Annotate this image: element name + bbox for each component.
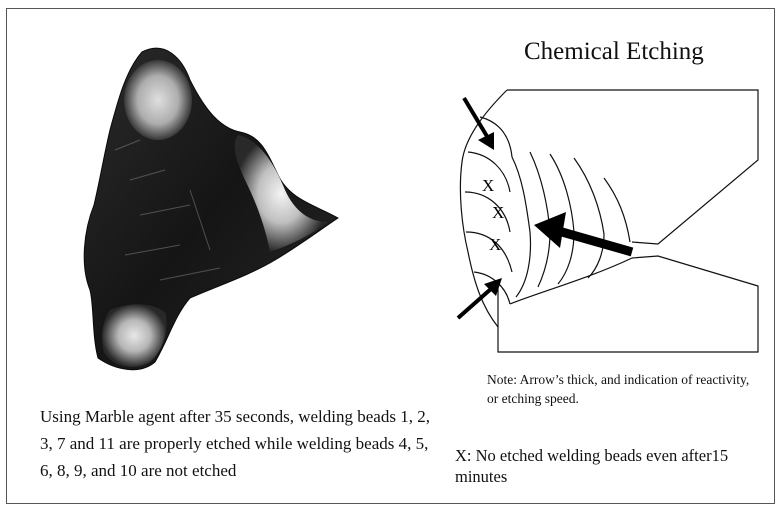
x-mark: X — [492, 203, 504, 222]
slide-title: Chemical Etching — [524, 38, 704, 66]
weld-bead-line — [530, 152, 550, 287]
etching-result-caption: Using Marble agent after 35 seconds, wel… — [40, 403, 440, 484]
x-mark: X — [489, 235, 501, 254]
weld-bead-line — [512, 157, 530, 297]
x-mark: X — [482, 176, 494, 195]
weld-joint-diagram: X X X X — [440, 82, 770, 362]
weld-bead-line — [604, 178, 630, 242]
arrow-top-icon — [464, 98, 494, 150]
arrow-note: Note: Arrow’s thick, and indication of r… — [487, 370, 757, 408]
x-mark-legend: X: No etched welding beads even after15 … — [455, 445, 755, 487]
weld-macrograph-image — [70, 40, 350, 385]
bottom-plate-outline — [498, 256, 758, 352]
weld-bead-line — [574, 158, 604, 278]
arrow-bottom-icon — [458, 278, 502, 318]
